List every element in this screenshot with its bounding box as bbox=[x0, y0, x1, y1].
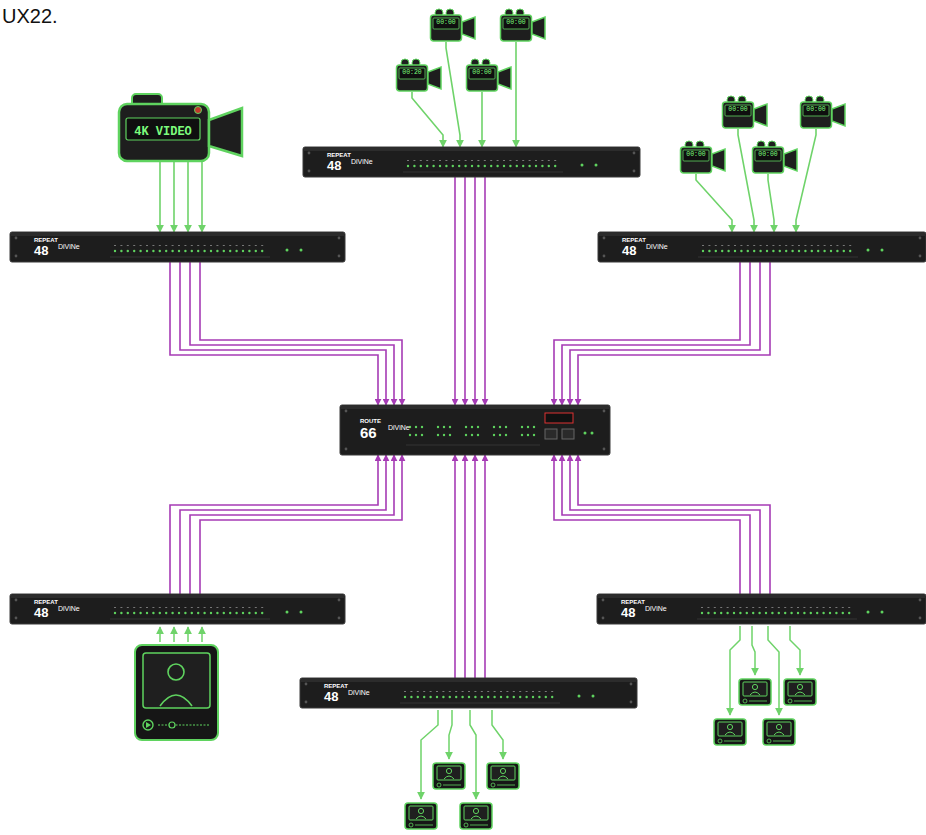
display-screen bbox=[135, 645, 218, 740]
fiber-link bbox=[562, 455, 750, 594]
video-feed bbox=[696, 174, 732, 232]
fiber-link bbox=[454, 177, 456, 405]
device-label: DiViNe bbox=[351, 158, 373, 165]
device-label: REPEAT bbox=[34, 599, 58, 605]
video-feed bbox=[768, 174, 774, 232]
camera: 00:00 bbox=[680, 140, 726, 174]
timecode-text: 00:00 bbox=[755, 152, 781, 159]
fiber-link bbox=[454, 455, 456, 678]
timecode-text: 00:20 bbox=[399, 70, 425, 77]
camera: 00:20 bbox=[396, 58, 442, 92]
model-number: 48 bbox=[324, 690, 338, 703]
video-feed bbox=[201, 162, 203, 232]
timecode-text: 00:00 bbox=[433, 20, 459, 27]
timecode-text: 00:00 bbox=[683, 152, 709, 159]
fiber-link bbox=[474, 455, 476, 678]
signal-arrow bbox=[160, 626, 800, 799]
fiber-link bbox=[578, 262, 770, 405]
device-label: REPEAT bbox=[324, 683, 348, 689]
fiber-link bbox=[474, 177, 476, 405]
fiber-link bbox=[554, 262, 740, 405]
device-label: DiViNe bbox=[645, 605, 667, 612]
video-feed bbox=[446, 42, 460, 147]
video-feed bbox=[187, 162, 189, 232]
fiber-link bbox=[484, 455, 486, 678]
device-label: DiViNe bbox=[388, 424, 410, 431]
fiber-link bbox=[554, 455, 740, 594]
timecode-text: 00:00 bbox=[503, 20, 529, 27]
camera: 00:00 bbox=[430, 8, 476, 42]
fiber-link bbox=[570, 455, 760, 594]
device-label: DiViNe bbox=[58, 605, 80, 612]
camera: 00:00 bbox=[722, 95, 768, 129]
video-feed bbox=[159, 162, 161, 232]
fiber-link bbox=[190, 262, 394, 405]
video-feed bbox=[796, 129, 816, 232]
timecode-text: 00:00 bbox=[469, 70, 495, 77]
video-feed bbox=[515, 42, 517, 147]
repeater-unit: REPEAT48 DiViNe bbox=[303, 147, 640, 177]
fiber-link bbox=[180, 262, 386, 405]
device-label: ROUTE bbox=[360, 418, 381, 424]
camera: 00:00 bbox=[466, 58, 512, 92]
repeater-unit: REPEAT48 DiViNe bbox=[300, 678, 637, 708]
camera: 00:00 bbox=[752, 140, 798, 174]
model-number: 48 bbox=[34, 244, 48, 257]
timecode-text: 00:00 bbox=[725, 107, 751, 114]
timecode-text: 4K VIDEO bbox=[126, 126, 200, 138]
device-label: DiViNe bbox=[348, 689, 370, 696]
repeater-unit: REPEAT48 DiViNe bbox=[597, 594, 926, 624]
repeater-unit: REPEAT48 DiViNe bbox=[10, 594, 345, 624]
video-feed bbox=[173, 162, 175, 232]
fiber-link bbox=[570, 262, 760, 405]
router-unit: ROUTE66 DiViNe bbox=[340, 405, 610, 455]
device-label: DiViNe bbox=[58, 243, 80, 250]
video-feed bbox=[481, 92, 483, 147]
camera: 00:00 bbox=[500, 8, 546, 42]
fiber-link bbox=[484, 177, 486, 405]
fiber-link bbox=[180, 455, 386, 594]
video-feed bbox=[738, 129, 754, 232]
fiber-link bbox=[200, 262, 402, 405]
fiber-link bbox=[200, 455, 402, 594]
fiber-link bbox=[464, 177, 466, 405]
fiber-link bbox=[170, 455, 378, 594]
device-label: REPEAT bbox=[622, 237, 646, 243]
fiber-link bbox=[562, 262, 750, 405]
model-number: 66 bbox=[360, 425, 377, 440]
video-feed bbox=[412, 92, 443, 147]
fiber-link bbox=[170, 262, 378, 405]
model-number: 48 bbox=[622, 244, 636, 257]
video-camera: 4K VIDEO bbox=[118, 92, 243, 162]
model-number: 48 bbox=[327, 159, 341, 172]
fiber-link bbox=[578, 455, 770, 594]
device-label: DiViNe bbox=[646, 243, 668, 250]
model-number: 48 bbox=[621, 606, 635, 619]
fiber-link bbox=[190, 455, 394, 594]
device-label: REPEAT bbox=[34, 237, 58, 243]
figure-label: UX22. bbox=[2, 6, 58, 26]
fiber-link bbox=[464, 455, 466, 678]
device-label: REPEAT bbox=[621, 599, 645, 605]
device-label: REPEAT bbox=[327, 152, 351, 158]
router-unit-shape bbox=[340, 405, 610, 455]
model-number: 48 bbox=[34, 606, 48, 619]
repeater-unit: REPEAT48 DiViNe bbox=[598, 232, 926, 262]
timecode-text: 00:00 bbox=[803, 107, 829, 114]
repeater-unit: REPEAT48 DiViNe bbox=[10, 232, 345, 262]
camera: 00:00 bbox=[800, 95, 846, 129]
